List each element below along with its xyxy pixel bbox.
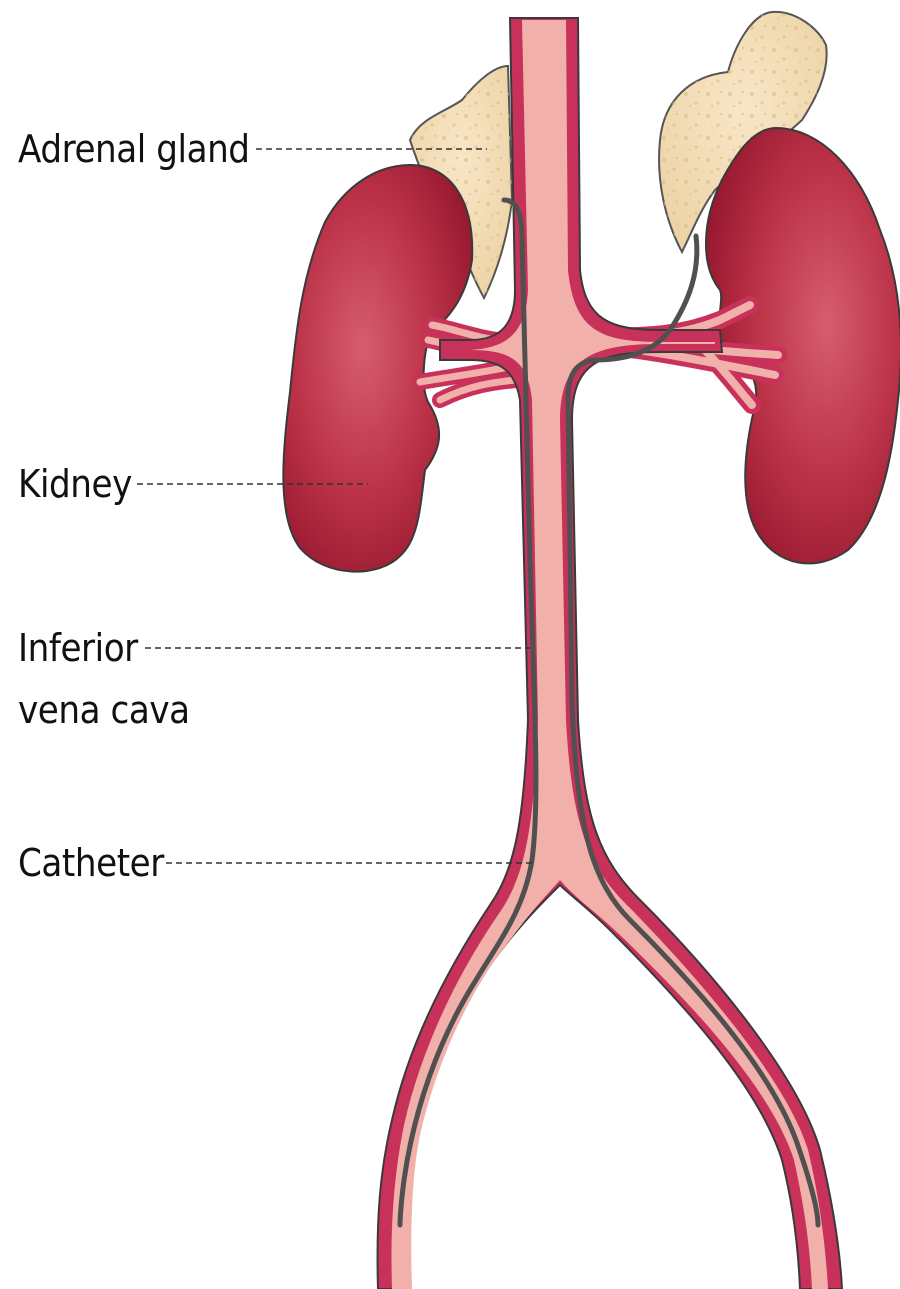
catheter-label: Catheter: [18, 840, 164, 886]
ivc-label-line1: Inferior: [18, 625, 190, 671]
ivc-label: Inferior vena cava: [18, 625, 209, 733]
ivc-label-line2: vena cava: [18, 687, 190, 733]
adrenal-gland-label: Adrenal gland: [18, 126, 250, 172]
kidney-left: [283, 165, 472, 572]
kidney-label: Kidney: [18, 461, 132, 507]
